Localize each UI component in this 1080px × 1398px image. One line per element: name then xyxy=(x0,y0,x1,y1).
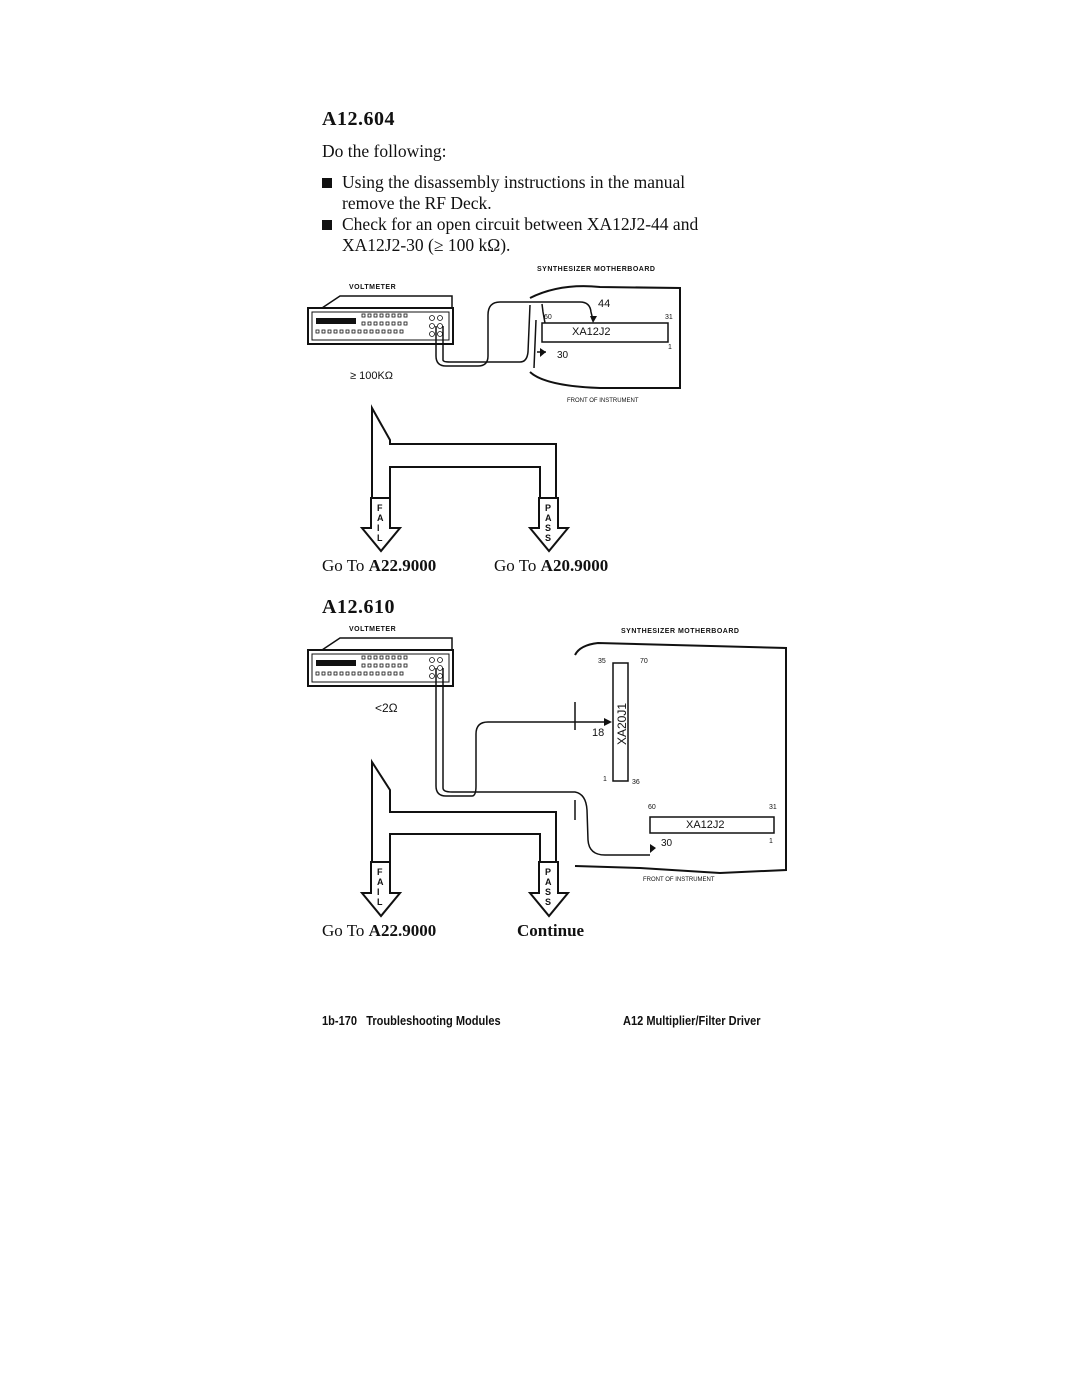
pin-60-label: 60 xyxy=(544,314,552,321)
flow-path-2 xyxy=(371,758,557,863)
bullet-marker xyxy=(322,220,332,230)
arrow-pin18 xyxy=(604,718,612,726)
pin-1-label: 1 xyxy=(668,344,672,351)
fail-arrow-1 xyxy=(359,497,403,553)
board-label-1: SYNTHESIZER MOTHERBOARD xyxy=(537,266,656,273)
reading-1: ≥ 100KΩ xyxy=(350,370,394,382)
arrow-pin44 xyxy=(590,316,597,323)
j2-pin-1: 1 xyxy=(769,838,773,845)
meter-label-1: VOLTMETER xyxy=(349,284,397,291)
j1-pin-70: 70 xyxy=(640,658,648,665)
goto-continue: Continue xyxy=(517,921,585,940)
voltmeter-1 xyxy=(307,295,454,345)
goto-fail-1: Go To A22.9000 xyxy=(322,556,437,575)
section2-heading: A12.610 xyxy=(322,596,395,618)
pin-30-label: 30 xyxy=(557,350,569,361)
footer-right: A12 Multiplier/Filter Driver xyxy=(623,1013,761,1028)
bullet-2-line2: XA12J2-30 (≥ 100 kΩ). xyxy=(342,235,511,255)
fail-arrow-2 xyxy=(359,861,403,918)
j2-pin-60: 60 xyxy=(648,804,656,811)
j1-pin-36: 36 xyxy=(632,779,640,786)
j2-pin-30: 30 xyxy=(661,838,673,849)
bullet-marker xyxy=(322,178,332,188)
j1-pin-1: 1 xyxy=(603,776,607,783)
bullet-1-line2: remove the RF Deck. xyxy=(342,193,492,213)
section1-intro: Do the following: xyxy=(322,141,447,161)
pin-44-label: 44 xyxy=(598,298,611,310)
meter-label-2: VOLTMETER xyxy=(349,626,397,633)
goto-fail-2: Go To A22.9000 xyxy=(322,921,437,940)
motherboard-1 xyxy=(529,285,681,389)
pin-31-label: 31 xyxy=(665,314,673,321)
section1-heading: A12.604 xyxy=(322,108,395,130)
motherboard-2 xyxy=(574,641,787,875)
flow-path-1 xyxy=(371,404,557,499)
bullet-1-line1: Using the disassembly instructions in th… xyxy=(342,172,686,192)
bullet-2-line1: Check for an open circuit between XA12J2… xyxy=(342,214,699,234)
cables-2 xyxy=(435,668,650,856)
board-label-2: SYNTHESIZER MOTHERBOARD xyxy=(621,628,740,635)
j1-pin-35: 35 xyxy=(598,658,606,665)
pass-arrow-2 xyxy=(527,861,571,918)
goto-pass-1: Go To A20.9000 xyxy=(494,556,609,575)
j1-pin-18: 18 xyxy=(592,727,605,739)
pass-arrow-1 xyxy=(527,497,571,553)
j1-connector: XA20J1 xyxy=(615,702,629,745)
front-label-1: FRONT OF INSTRUMENT xyxy=(567,398,639,404)
footer-left: 1b-170 Troubleshooting Modules xyxy=(322,1013,501,1028)
arrow-pin30-2 xyxy=(650,844,656,853)
j2-pin-31: 31 xyxy=(769,804,777,811)
front-label-2: FRONT OF INSTRUMENT xyxy=(643,877,715,883)
cables-1 xyxy=(435,301,594,369)
reading-2: <2Ω xyxy=(375,701,398,715)
connector-label-1: XA12J2 xyxy=(572,326,611,338)
j2-connector: XA12J2 xyxy=(686,819,725,831)
voltmeter-2 xyxy=(307,637,454,687)
